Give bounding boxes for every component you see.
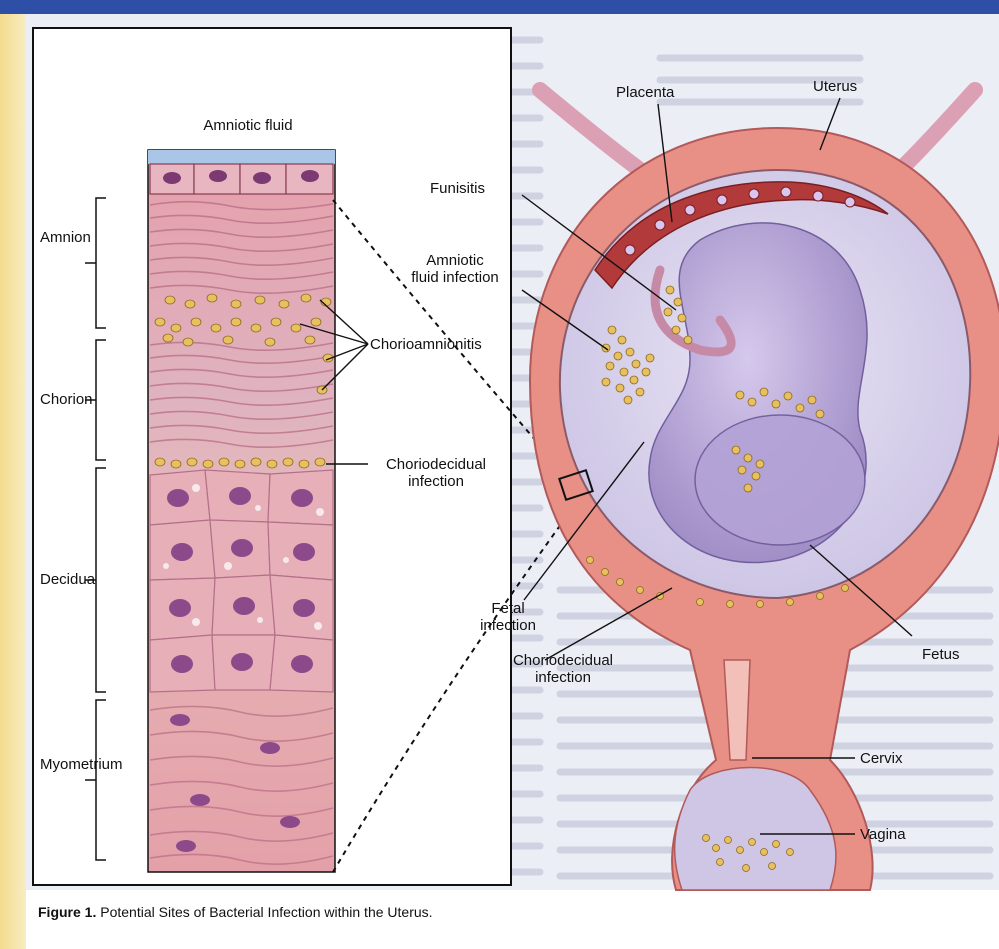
label-chorion: Chorion <box>40 391 93 408</box>
top-border-band <box>0 0 999 14</box>
label-fetal-infection-line2: infection <box>478 617 538 634</box>
label-amnion: Amnion <box>40 229 91 246</box>
label-chorioamnionitis: Chorioamnionitis <box>370 336 482 353</box>
label-choriodecidual-infection-line1: Choriodecidual <box>498 652 628 669</box>
label-fetal-infection-line1: Fetal <box>478 600 538 617</box>
label-cervix: Cervix <box>860 750 903 767</box>
left-border-band <box>0 0 26 949</box>
label-fetus: Fetus <box>922 646 960 663</box>
label-choriodecidual-infection-inset-line1: Choriodecidual <box>366 456 506 473</box>
figure-caption: Figure 1. Potential Sites of Bacterial I… <box>38 904 433 920</box>
label-myometrium: Myometrium <box>40 756 123 773</box>
label-funisitis: Funisitis <box>430 180 485 197</box>
label-decidua: Decidua <box>40 571 95 588</box>
label-amniotic-fluid: Amniotic fluid <box>173 117 323 134</box>
label-choriodecidual-infection-inset-line2: infection <box>366 473 506 490</box>
figure-caption-text: Potential Sites of Bacterial Infection w… <box>100 904 432 920</box>
label-choriodecidual-infection-line2: infection <box>498 669 628 686</box>
label-uterus: Uterus <box>813 78 857 95</box>
label-vagina: Vagina <box>860 826 906 843</box>
label-amniotic-fluid-infection-line2: fluid infection <box>390 269 520 286</box>
figure-caption-label: Figure 1. <box>38 904 96 920</box>
label-amniotic-fluid-infection-line1: Amniotic <box>390 252 520 269</box>
label-placenta: Placenta <box>616 84 674 101</box>
